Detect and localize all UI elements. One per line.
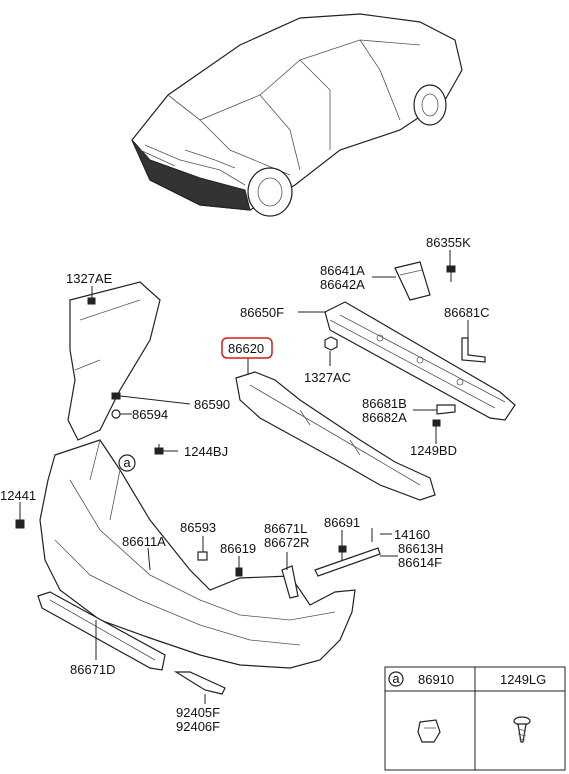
label-86620: 86620 <box>228 341 264 356</box>
label-86594: 86594 <box>132 407 168 422</box>
screw-icon <box>111 392 121 419</box>
label-86681b: 86681B <box>362 396 407 411</box>
bracket-86681c <box>461 337 486 363</box>
label-86671d: 86671D <box>70 662 116 677</box>
label-86611a: 86611A <box>122 534 166 549</box>
bracket-86671l <box>281 565 299 599</box>
label-92406f: 92406F <box>176 719 220 734</box>
label-86641a: 86641A <box>320 263 365 278</box>
leader-lines <box>19 250 469 704</box>
label-12441: 12441 <box>0 488 36 503</box>
bolt-icon <box>15 519 25 529</box>
clip-86619 <box>235 567 243 577</box>
label-14160: 14160 <box>394 527 430 542</box>
clip-icon <box>417 719 441 743</box>
label-1327ae: 1327AE <box>66 271 113 286</box>
label-86593: 86593 <box>180 520 216 535</box>
legend-col2: 1249LG <box>500 672 546 687</box>
label-86682a: 86682A <box>362 410 407 425</box>
label-1327ac: 1327AC <box>304 370 351 385</box>
legend-col1: 86910 <box>418 672 454 687</box>
bolt-icon <box>154 444 164 455</box>
bolt-icon <box>432 419 441 436</box>
bracket-86641a <box>394 261 431 301</box>
nut-icon <box>324 336 338 351</box>
legend-circle-label: a <box>392 671 400 686</box>
label-86613h: 86613H <box>398 541 444 556</box>
label-86681c: 86681C <box>444 305 490 320</box>
car-illustration <box>131 13 463 217</box>
label-86672r: 86672R <box>264 535 310 550</box>
energy-absorber <box>235 371 436 501</box>
side-bracket <box>67 281 161 441</box>
label-86590: 86590 <box>194 397 230 412</box>
label-86671l: 86671L <box>264 521 307 536</box>
bumper-beam <box>324 301 516 421</box>
label-86355k: 86355K <box>426 235 471 250</box>
clip-86593 <box>197 551 208 561</box>
label-92405f: 92405F <box>176 705 220 720</box>
part-labels: 86355K 86641A 86642A 86650F 86681C 86620… <box>0 235 490 734</box>
screw-86691 <box>338 545 347 560</box>
bracket-86681b <box>436 404 456 415</box>
reflector <box>173 671 226 695</box>
label-86642a: 86642A <box>320 277 365 292</box>
label-86619: 86619 <box>220 541 256 556</box>
bumper-cover <box>39 439 356 669</box>
callout-a-label: a <box>123 455 131 470</box>
lower-grille <box>37 591 166 671</box>
label-86650f: 86650F <box>240 305 284 320</box>
screw-icon <box>513 716 531 743</box>
bolt-icon <box>446 265 456 282</box>
highlight-box <box>221 337 273 359</box>
moulding-86613h <box>314 547 381 577</box>
label-86614f: 86614F <box>398 555 442 570</box>
label-1244bj: 1244BJ <box>184 444 228 459</box>
label-1249bd: 1249BD <box>410 443 457 458</box>
legend-table: a 86910 1249LG <box>384 666 566 771</box>
label-86691: 86691 <box>324 515 360 530</box>
callout-a: a <box>118 454 136 472</box>
